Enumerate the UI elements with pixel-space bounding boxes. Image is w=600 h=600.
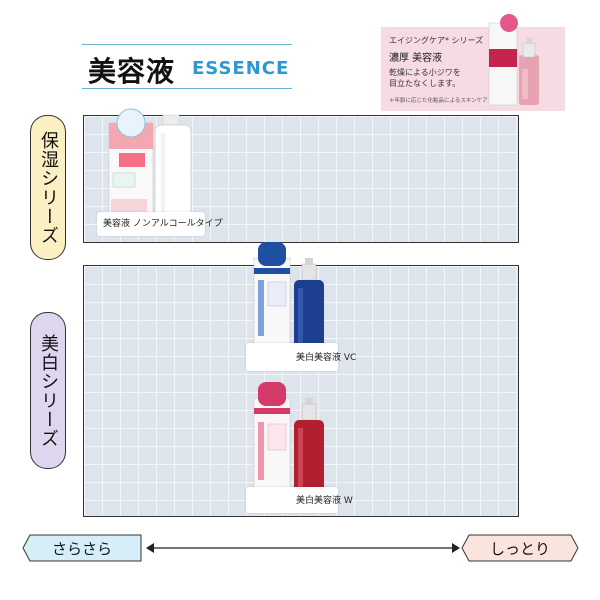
product-card-w: 美白美容液 W [246, 487, 353, 513]
product-label-nonalcohol: 美容液 ノンアルコールタイプ [103, 219, 223, 229]
axis-left-label: さらさら [51, 539, 112, 558]
page-subtitle: ESSENCE [192, 58, 290, 79]
product-label-w: 美白美容液 W [296, 496, 353, 506]
axis-left-tag-shape [22, 534, 142, 562]
axis-double-arrow [146, 543, 460, 553]
aging-care-box: エイジングケア* シリーズ 濃厚 美容液 乾燥による小ジワを 目立たなくします。… [381, 14, 565, 111]
aging-series-label: エイジングケア* シリーズ [389, 36, 484, 45]
aging-product-image [488, 14, 539, 106]
axis-right-label: しっとり [489, 539, 550, 558]
aging-footnote: ＊年齢に応じた化粧品によるスキンケア [389, 98, 488, 104]
aging-product-name: 濃厚 美容液 [389, 53, 443, 64]
axis-right-tag-shape [461, 534, 579, 562]
axis-left-tag: さらさら [22, 534, 142, 562]
vc-product-image [253, 242, 324, 357]
whitening-series-label: 美白シリーズ [38, 333, 59, 448]
title-rule-bottom [82, 88, 292, 89]
title-rule-top [82, 44, 292, 45]
product-card-nonalcohol: 美容液 ノンアルコールタイプ [97, 212, 223, 236]
product-label-vc: 美白美容液 VC [296, 353, 357, 363]
moisture-product-image [108, 108, 192, 228]
aging-description-line2: 目立たなくします。 [389, 79, 461, 88]
moisture-series-pill: 保湿シリーズ [30, 115, 66, 260]
product-card-vc: 美白美容液 VC [246, 343, 356, 371]
w-product-image [253, 382, 324, 501]
moisture-series-label: 保湿シリーズ [38, 130, 59, 245]
whitening-series-pill: 美白シリーズ [30, 312, 66, 469]
axis-right-tag: しっとり [461, 534, 579, 562]
aging-description-line1: 乾燥による小ジワを [389, 68, 461, 77]
page-title: 美容液 [88, 55, 176, 88]
